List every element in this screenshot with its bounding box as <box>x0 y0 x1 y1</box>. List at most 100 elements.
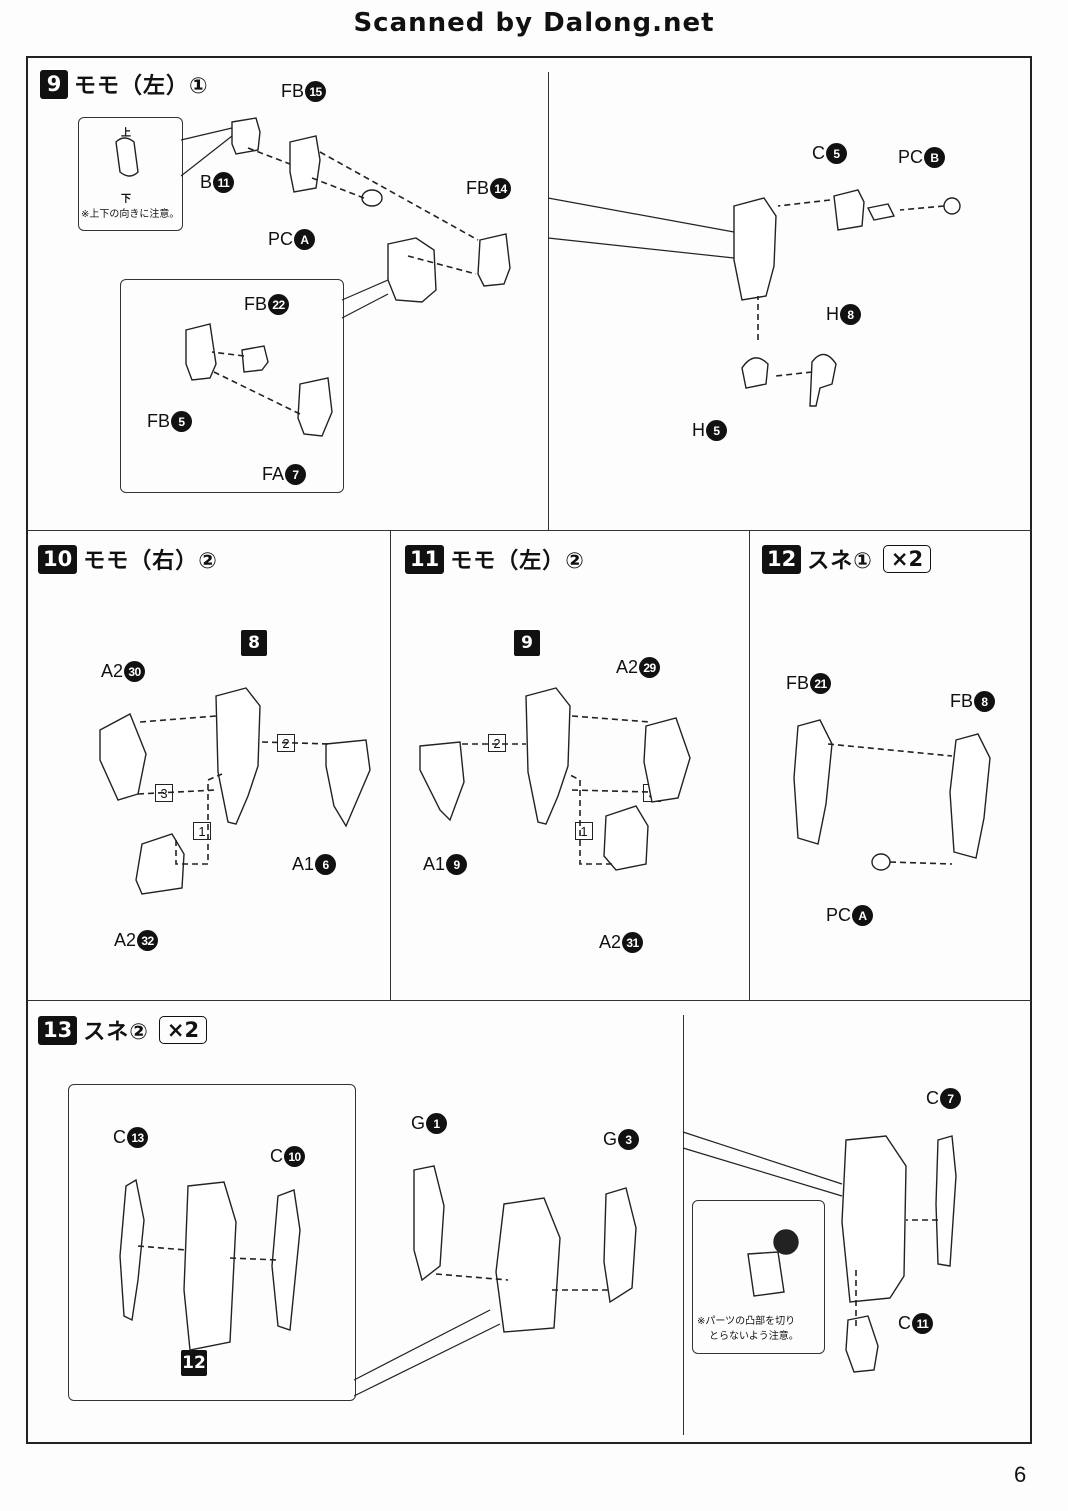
scan-header: Scanned by Dalong.net <box>353 8 715 38</box>
part-a231-drawing <box>603 805 649 871</box>
updown-note: ※上下の向きに注意。 <box>81 209 180 220</box>
part-pca-s12-drawing <box>871 853 891 871</box>
divider-row2 <box>27 1000 1031 1001</box>
part-c13-drawing <box>119 1178 145 1322</box>
part-s9-right-assembly-drawing <box>733 197 777 301</box>
part-fb14-drawing <box>477 233 511 287</box>
part-h8-drawing <box>809 353 837 407</box>
part-s12-base-drawing <box>183 1181 237 1351</box>
subassembly-ref-9: 9 <box>514 630 540 656</box>
part-s10-main-drawing <box>215 687 261 825</box>
part-a229-drawing <box>643 717 691 803</box>
part-fb21-drawing <box>793 719 833 845</box>
part-a16-drawing <box>325 739 371 828</box>
divider-s11-s12 <box>749 530 750 1000</box>
part-fb22-drawing <box>241 345 269 373</box>
step-13-title: 13 スネ② ×2 <box>38 1014 208 1046</box>
part-a232-drawing <box>135 833 185 895</box>
no-cut-icon <box>773 1229 799 1255</box>
step-10-title: 10 モモ（右）② <box>38 543 218 575</box>
step-12-title: 12 スネ① ×2 <box>762 543 932 575</box>
order-box-3-s10: 3 <box>155 784 173 802</box>
part-fb5-drawing <box>185 323 217 381</box>
divider-s10-s11 <box>390 530 391 1000</box>
steps-frame <box>26 56 1032 1444</box>
order-box-1-s10: 1 <box>193 822 211 840</box>
step-13-number: 13 <box>38 1015 78 1045</box>
part-c10-drawing <box>271 1189 301 1331</box>
updown-inset <box>78 117 183 231</box>
step-9-label: モモ（左）① <box>74 74 209 99</box>
cut-note-line2: とらないよう注意。 <box>709 1331 799 1342</box>
cut-warning-part-drawing <box>747 1251 785 1297</box>
step-9-number: 9 <box>40 69 68 99</box>
step-11-title: 11 モモ（左）② <box>405 543 585 575</box>
step-13-label: スネ② <box>83 1020 149 1045</box>
assembly-guide-lines <box>137 147 953 1326</box>
step-10-number: 10 <box>38 544 78 574</box>
part-h5-drawing <box>741 357 769 389</box>
part-a19-drawing <box>419 741 465 822</box>
step-9-subassembly-inset <box>120 279 344 493</box>
divider-s9-vertical <box>548 72 549 530</box>
step-13-quantity: ×2 <box>158 1016 208 1044</box>
step-9-title: 9 モモ（左）① <box>40 68 209 100</box>
order-box-2-s11: 2 <box>488 734 506 752</box>
part-pcb-drawing <box>943 197 961 215</box>
part-s13-final-assembly-drawing <box>841 1135 907 1303</box>
part-c11-drawing <box>845 1315 879 1373</box>
cut-warning-inset <box>692 1200 825 1354</box>
page-number: 6 <box>1014 1462 1027 1487</box>
step-11-number: 11 <box>405 544 445 574</box>
part-s11-main-drawing <box>525 687 571 825</box>
step-12-number: 12 <box>762 544 802 574</box>
subassembly-ref-12: 12 <box>181 1350 207 1376</box>
part-c5-drawing <box>833 189 865 231</box>
divider-s13-vertical <box>683 1015 684 1435</box>
step-10-label: モモ（右）② <box>83 549 218 574</box>
part-s9-assembled-drawing <box>387 237 437 303</box>
part-fb15-drawing <box>289 135 321 193</box>
step-12-label: スネ① <box>807 549 873 574</box>
updown-part-drawing <box>115 137 139 177</box>
step-12-quantity: ×2 <box>882 545 932 573</box>
part-b11-drawing <box>231 117 261 155</box>
part-c5-joint-drawing <box>866 203 896 221</box>
callout-lines <box>180 127 843 1397</box>
part-pca-drawing <box>361 189 383 207</box>
part-fb8-drawing <box>949 733 991 859</box>
part-c7-drawing <box>935 1135 957 1267</box>
updown-bottom-label: 下 <box>121 194 131 205</box>
step-13-subassembly-inset <box>68 1084 356 1401</box>
step-11-label: モモ（左）② <box>450 549 585 574</box>
updown-top-label: 上 <box>121 128 131 139</box>
subassembly-ref-8: 8 <box>241 630 267 656</box>
part-g1-drawing <box>413 1165 445 1282</box>
